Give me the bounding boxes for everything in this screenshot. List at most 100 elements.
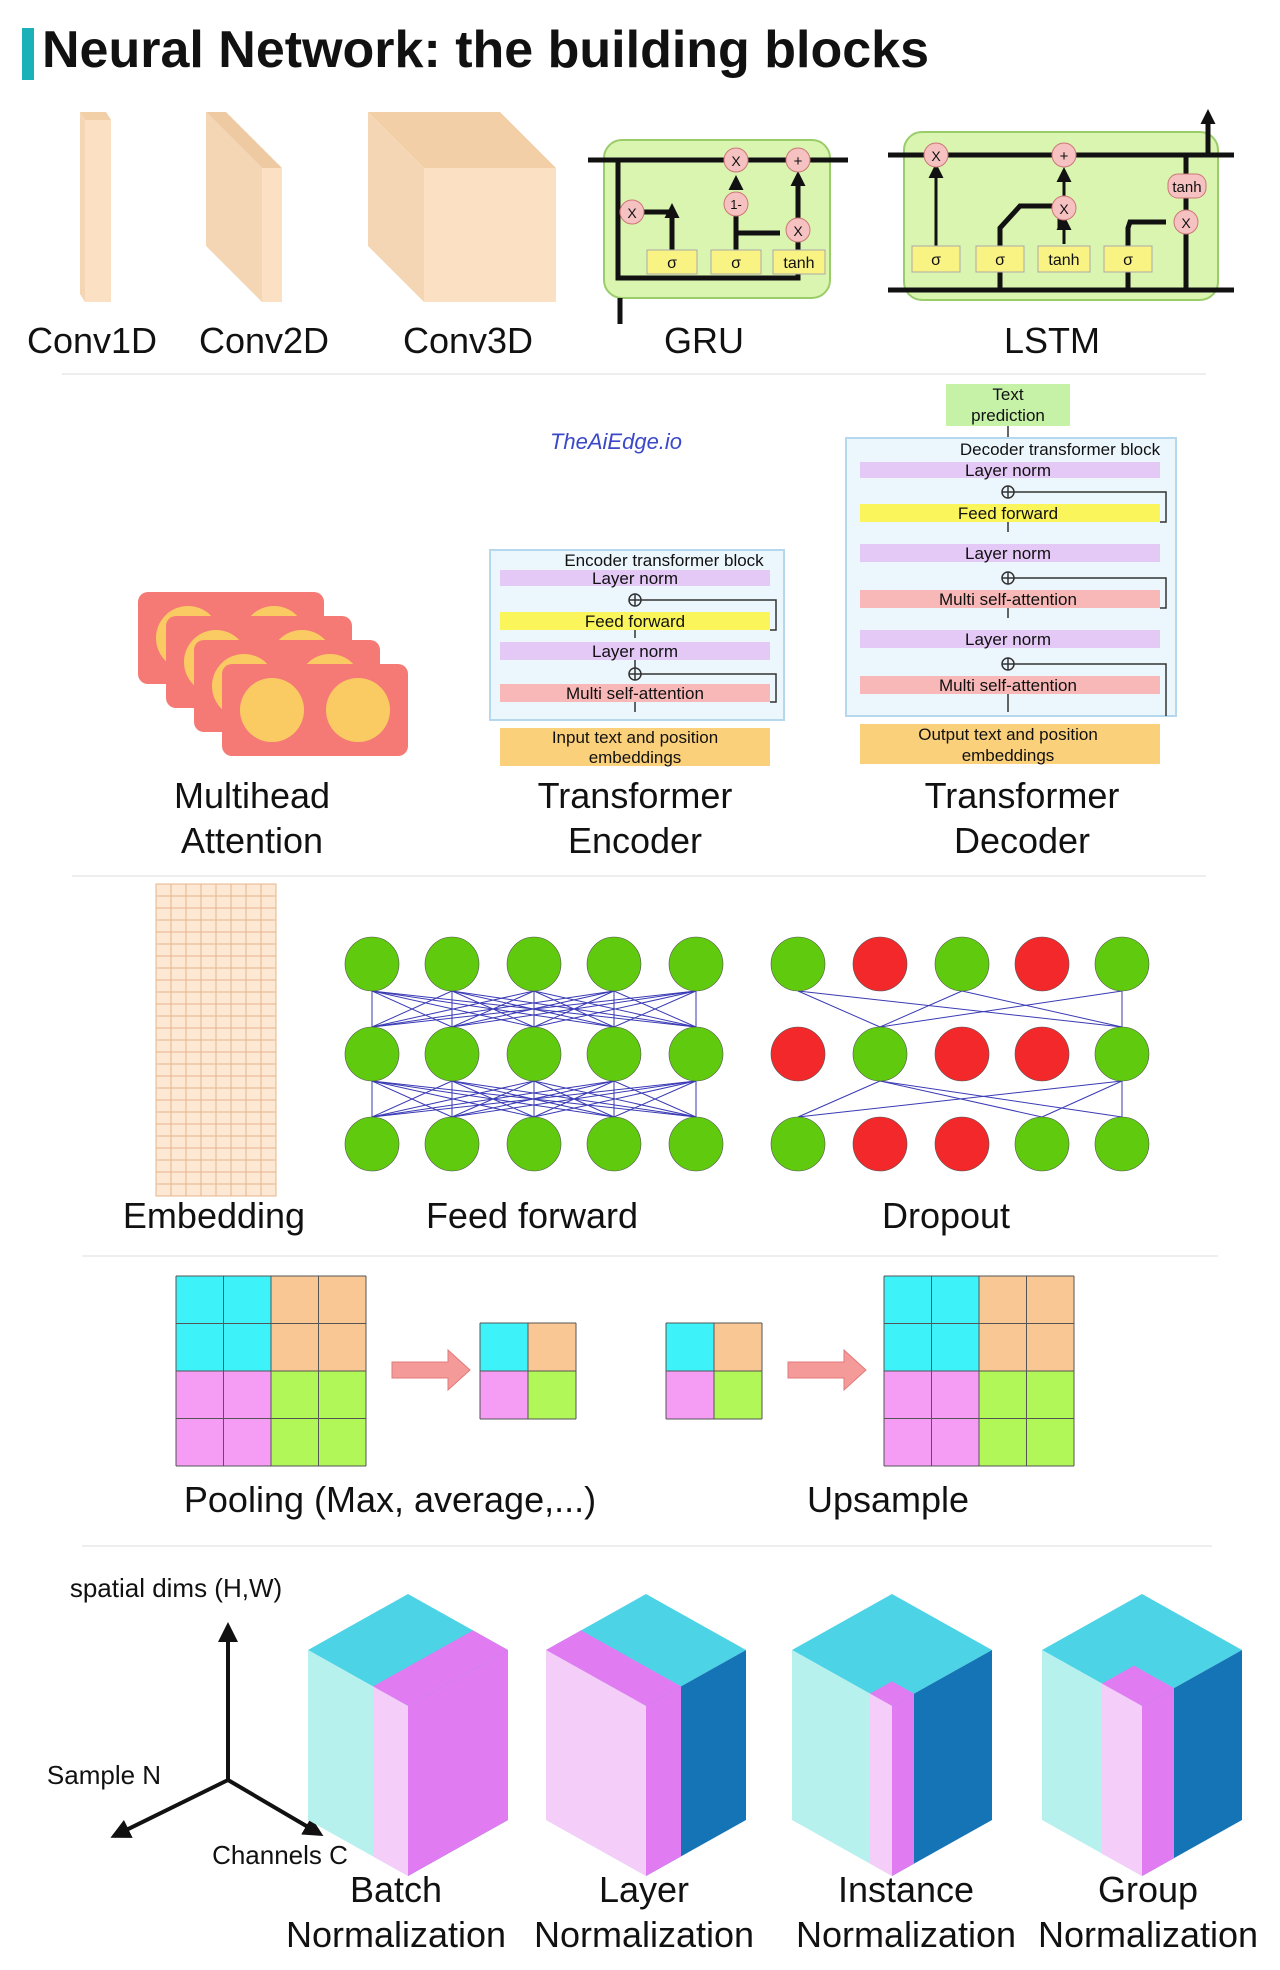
upsample-input-grid — [665, 1322, 763, 1420]
lstm-sigma-1: σ — [931, 252, 941, 269]
batch-norm-label-line1: Batch — [350, 1869, 442, 1910]
conv1d-label: Conv1D — [27, 320, 157, 361]
layer-norm-label-line2: Normalization — [534, 1914, 754, 1955]
batch-slice-front — [373, 1686, 408, 1876]
decoder-label-line2: Decoder — [954, 820, 1090, 861]
network-node-active — [586, 1026, 642, 1082]
decoder-output-line1: Text — [992, 385, 1023, 404]
encoder-input-line2: embeddings — [589, 748, 682, 767]
lstm-sigma-2: σ — [995, 252, 1005, 269]
network-node-active — [1094, 1026, 1150, 1082]
network-node-active — [506, 1116, 562, 1172]
grid-quadrant — [480, 1323, 528, 1371]
lstm-sigma-3: σ — [1123, 252, 1133, 269]
instance-norm-label-line2: Normalization — [796, 1914, 1016, 1955]
network-node-active — [344, 936, 400, 992]
cube-left-face — [792, 1650, 892, 1876]
network-node-active — [852, 1026, 908, 1082]
lstm-tanh: tanh — [1048, 252, 1079, 269]
network-node-dropped — [934, 1026, 990, 1082]
norm-slice-top — [870, 1681, 914, 1706]
network-edge — [533, 990, 697, 1028]
decoder-layer-norm-3: Layer norm — [965, 630, 1051, 649]
network-edge — [371, 1080, 535, 1118]
lstm-op-x1: X — [931, 148, 941, 164]
batch-slice-top — [373, 1630, 508, 1706]
network-edge — [1041, 1080, 1123, 1118]
network-node-active — [1014, 1116, 1070, 1172]
decoder-layer-norm-1: Layer norm — [965, 461, 1051, 480]
decoder-input-line1: Output text and position — [918, 725, 1098, 744]
network-edge — [371, 990, 615, 1028]
decoder-output-line2: prediction — [971, 406, 1045, 425]
network-edge — [879, 1080, 1123, 1118]
network-node-active — [424, 1116, 480, 1172]
norm-slice-front — [870, 1693, 892, 1876]
network-edge — [797, 990, 1123, 1028]
conv1d-block — [80, 112, 111, 302]
network-node-active — [424, 936, 480, 992]
batch-norm-cube — [308, 1594, 508, 1876]
embedding-label: Embedding — [123, 1195, 305, 1236]
network-edge — [613, 1080, 697, 1118]
lstm-op-x2: X — [1059, 201, 1069, 217]
grid-quadrant — [480, 1371, 528, 1419]
axis-spatial-label: spatial dims (H,W) — [70, 1573, 282, 1603]
gru-sigma-2: σ — [731, 255, 741, 272]
batch-slice-right — [408, 1650, 508, 1876]
dropout-label: Dropout — [882, 1195, 1010, 1236]
network-edge — [371, 1080, 453, 1118]
network-edge — [371, 990, 697, 1028]
instance-norm-label-line1: Instance — [838, 1869, 974, 1910]
lstm-op-plus: + — [1060, 148, 1069, 165]
layer-norm-cube — [546, 1594, 746, 1876]
network-node-active — [506, 1026, 562, 1082]
network-edge — [797, 990, 881, 1028]
network-edge — [451, 990, 697, 1028]
group-norm-label-line1: Group — [1098, 1869, 1198, 1910]
encoder-input-line1: Input text and position — [552, 728, 718, 747]
conv3d-block — [368, 112, 556, 302]
network-node-active — [668, 1026, 724, 1082]
attention-head-circle — [326, 678, 390, 742]
gru-cell: σ σ tanh X + X 1- X — [588, 139, 848, 324]
conv2d-block — [206, 112, 282, 302]
layer-norm-label-line1: Layer — [599, 1869, 689, 1910]
title-accent-bar — [22, 28, 34, 80]
network-node-active — [668, 1116, 724, 1172]
attention-head-circle — [240, 678, 304, 742]
embedding-grid — [155, 883, 277, 1197]
network-edge — [371, 1080, 615, 1118]
network-node-active — [1094, 936, 1150, 992]
axis-channels-label: Channels C — [212, 1840, 348, 1870]
network-edge — [371, 990, 453, 1028]
grid-quadrant — [666, 1323, 714, 1371]
network-node-active — [934, 936, 990, 992]
pooling-label: Pooling (Max, average,...) — [184, 1479, 596, 1520]
decoder-block: Text prediction Decoder transformer bloc… — [845, 384, 1177, 765]
encoder-block: Encoder transformer block Layer norm Fee… — [489, 549, 785, 767]
gru-tanh: tanh — [783, 255, 814, 272]
lstm-op-tanh: tanh — [1172, 179, 1201, 196]
pooling-input-grid — [175, 1275, 367, 1467]
conv2d-label: Conv2D — [199, 320, 329, 361]
group-norm-cube — [1042, 1594, 1242, 1876]
attention-head-card — [222, 664, 408, 756]
grid-quadrant — [714, 1371, 762, 1419]
gru-op-plus: + — [794, 153, 803, 170]
network-node-active — [586, 1116, 642, 1172]
cube-right-face — [892, 1650, 992, 1876]
layer-slice-front — [546, 1650, 646, 1876]
gru-op-x3: X — [793, 223, 803, 239]
gru-op-x2: X — [627, 205, 637, 221]
group-norm-label-line2: Normalization — [1038, 1914, 1258, 1955]
network-edge — [797, 1080, 1123, 1118]
decoder-input-line2: embeddings — [962, 746, 1055, 765]
decoder-multi-self-attention-1: Multi self-attention — [939, 590, 1077, 609]
upsample-output-grid — [883, 1275, 1075, 1467]
multihead-label-line2: Attention — [181, 820, 323, 861]
network-edge — [613, 990, 697, 1028]
network-node-dropped — [852, 936, 908, 992]
network-node-active — [1094, 1116, 1150, 1172]
